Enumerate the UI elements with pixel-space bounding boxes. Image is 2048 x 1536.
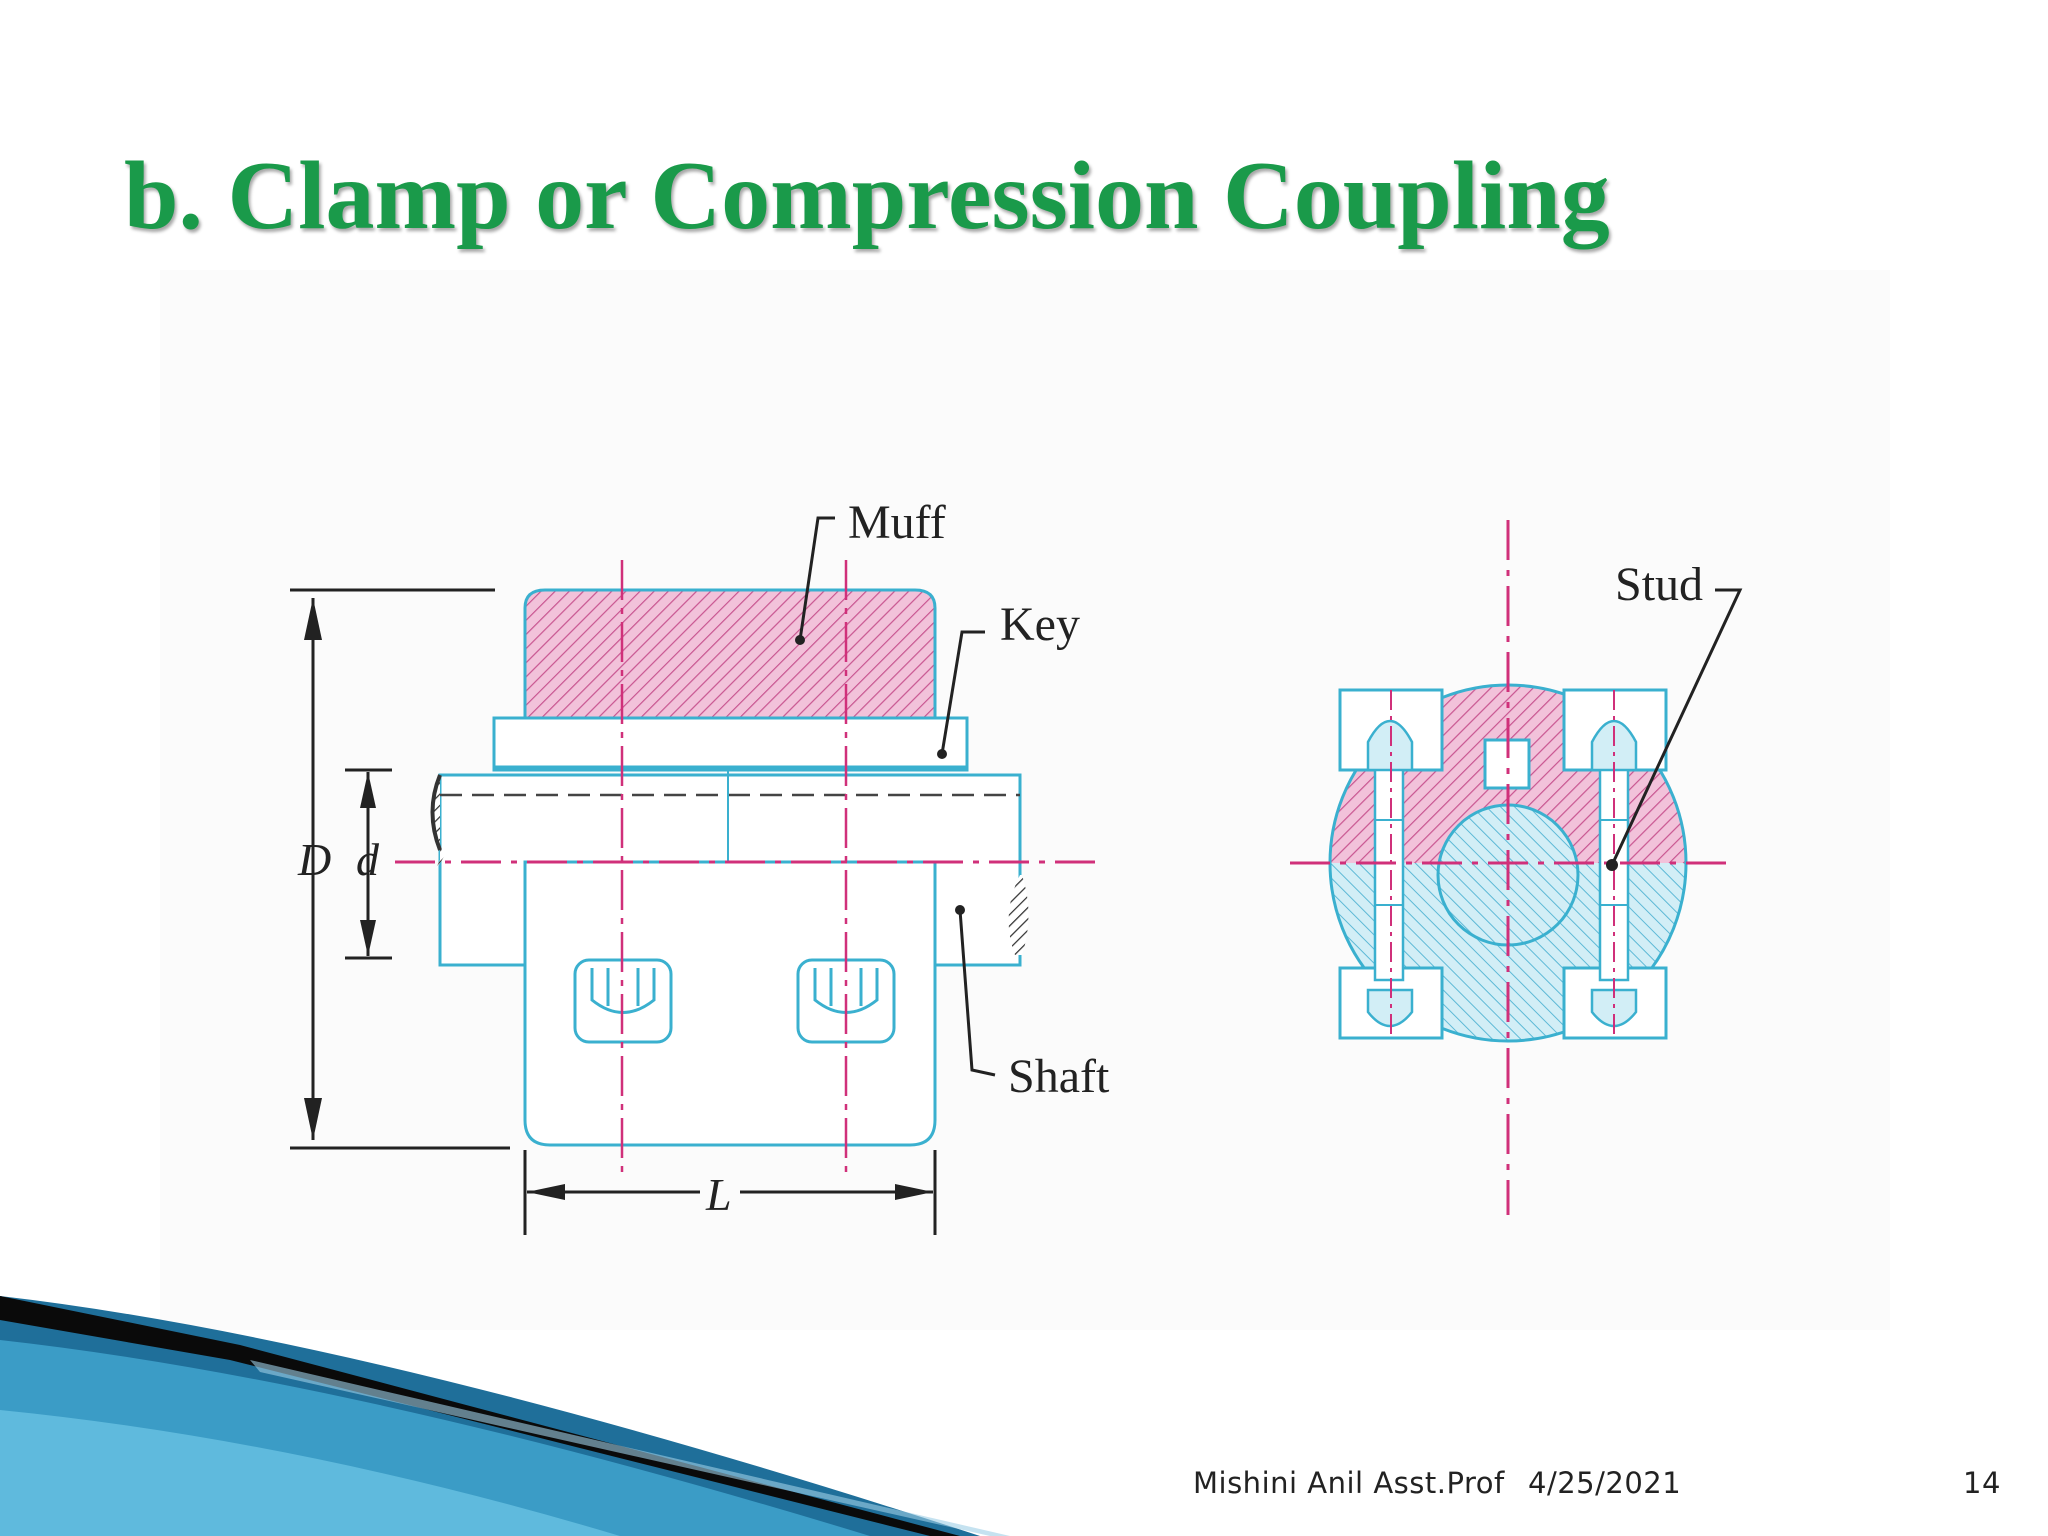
side-view <box>290 516 1100 1235</box>
label-key: Key <box>1000 598 1080 651</box>
shaft-right-end <box>1008 875 1029 955</box>
shaft-leader <box>958 909 996 1077</box>
footer-page-number: 14 <box>1963 1466 2001 1500</box>
corner-decoration <box>0 1296 1010 1536</box>
slide-title: b. Clamp or Compression Coupling <box>124 142 1610 250</box>
label-dimension-d: d <box>356 834 380 885</box>
label-muff: Muff <box>848 496 946 549</box>
label-shaft: Shaft <box>1008 1050 1110 1103</box>
label-dimension-D: D <box>297 834 331 885</box>
muff-leader <box>798 516 835 641</box>
footer-author: Mishini Anil Asst.Prof <box>1193 1466 1505 1500</box>
stud-leader <box>1610 588 1743 866</box>
end-view <box>1290 520 1743 1215</box>
key-leader <box>940 630 985 755</box>
muff-upper-half <box>523 588 937 722</box>
key-block <box>492 716 969 772</box>
label-dimension-L: L <box>705 1169 732 1220</box>
muff-lower-half <box>523 860 937 1147</box>
label-stud: Stud <box>1615 558 1703 611</box>
footer-date: 4/25/2021 <box>1528 1466 1682 1500</box>
